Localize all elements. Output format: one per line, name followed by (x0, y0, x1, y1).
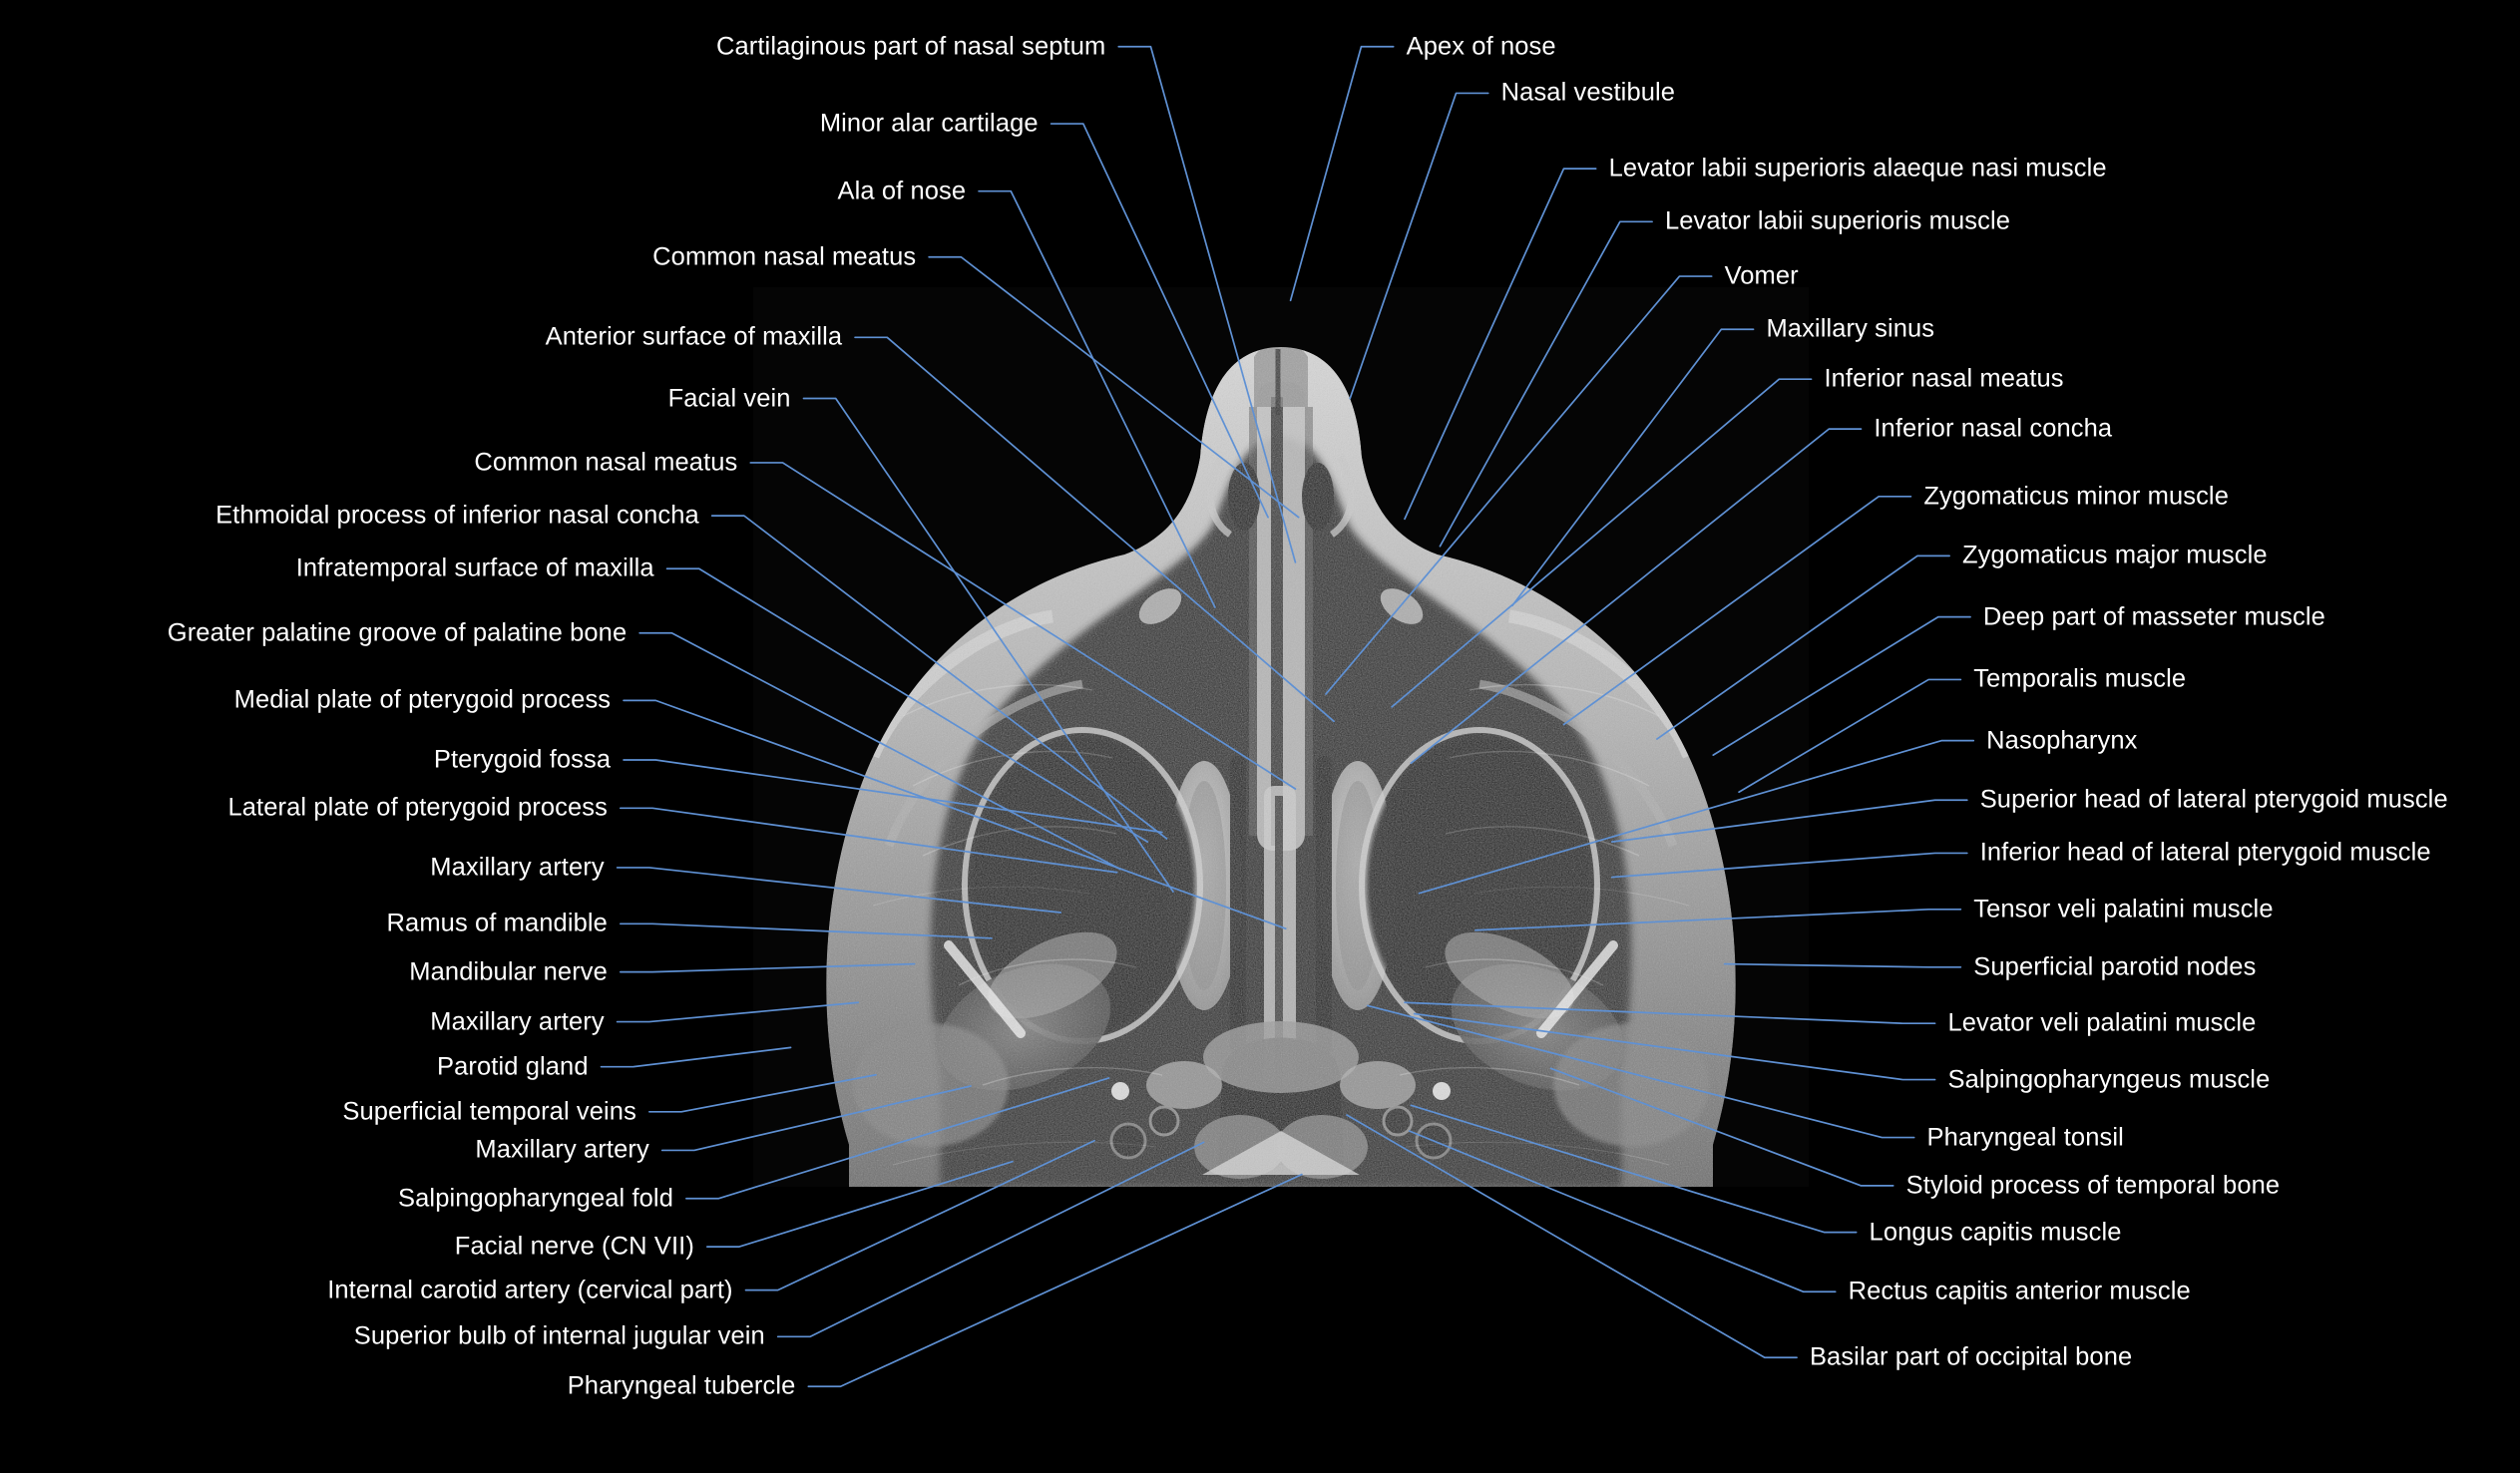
label-anterior-surface-of-maxilla: Anterior surface of maxilla (545, 322, 843, 351)
label-pharyngeal-tubercle: Pharyngeal tubercle (567, 1371, 796, 1400)
label-lateral-plate-of-pterygoid-process: Lateral plate of pterygoid process (227, 793, 608, 822)
label-superior-head-of-lateral-pterygoid-muscle: Superior head of lateral pterygoid muscl… (1979, 785, 2448, 814)
label-common-nasal-meatus: Common nasal meatus (474, 448, 738, 477)
label-zygomaticus-major-muscle: Zygomaticus major muscle (1961, 541, 2268, 569)
label-salpingopharyngeal-fold: Salpingopharyngeal fold (398, 1184, 673, 1213)
label-facial-vein: Facial vein (667, 383, 791, 412)
label-inferior-nasal-concha: Inferior nasal concha (1874, 414, 2113, 443)
label-maxillary-artery: Maxillary artery (475, 1135, 649, 1164)
label-nasal-vestibule: Nasal vestibule (1500, 78, 1676, 107)
label-ramus-of-mandible: Ramus of mandible (386, 909, 608, 937)
label-tensor-veli-palatini-muscle: Tensor veli palatini muscle (1973, 895, 2274, 923)
label-ethmoidal-process-of-inferior-nasal-concha: Ethmoidal process of inferior nasal conc… (215, 501, 699, 530)
label-salpingopharyngeus-muscle: Salpingopharyngeus muscle (1947, 1064, 2271, 1093)
label-pterygoid-fossa: Pterygoid fossa (433, 745, 612, 774)
label-longus-capitis-muscle: Longus capitis muscle (1869, 1217, 2122, 1246)
leader-line-pharyngeal-tubercle (807, 1173, 1303, 1388)
label-internal-carotid-artery-cervical-part: Internal carotid artery (cervical part) (327, 1275, 733, 1303)
label-parotid-gland: Parotid gland (437, 1051, 589, 1080)
label-common-nasal-meatus: Common nasal meatus (652, 242, 917, 270)
mri-axial-scan (753, 287, 1809, 1187)
label-levator-labii-superioris-alaeque-nasi-muscle: Levator labii superioris alaeque nasi mu… (1608, 154, 2107, 183)
label-cartilaginous-part-of-nasal-septum: Cartilaginous part of nasal septum (715, 31, 1106, 60)
label-temporalis-muscle: Temporalis muscle (1973, 664, 2187, 693)
label-superficial-parotid-nodes: Superficial parotid nodes (1973, 952, 2257, 981)
label-inferior-nasal-meatus: Inferior nasal meatus (1824, 364, 2064, 393)
label-rectus-capitis-anterior-muscle: Rectus capitis anterior muscle (1848, 1277, 2191, 1305)
label-basilar-part-of-occipital-bone: Basilar part of occipital bone (1809, 1342, 2133, 1371)
label-deep-part-of-masseter-muscle: Deep part of masseter muscle (1982, 601, 2325, 630)
label-maxillary-sinus: Maxillary sinus (1766, 314, 1935, 343)
label-levator-veli-palatini-muscle: Levator veli palatini muscle (1947, 1008, 2257, 1037)
label-facial-nerve-cn-vii: Facial nerve (CN VII) (454, 1232, 694, 1261)
label-styloid-process-of-temporal-bone: Styloid process of temporal bone (1905, 1171, 2281, 1200)
label-inferior-head-of-lateral-pterygoid-muscle: Inferior head of lateral pterygoid muscl… (1979, 838, 2431, 867)
label-superior-bulb-of-internal-jugular-vein: Superior bulb of internal jugular vein (353, 1321, 765, 1350)
label-medial-plate-of-pterygoid-process: Medial plate of pterygoid process (233, 685, 612, 714)
label-nasopharynx: Nasopharynx (1986, 725, 2138, 754)
label-maxillary-artery: Maxillary artery (430, 1006, 605, 1035)
label-minor-alar-cartilage: Minor alar cartilage (819, 109, 1039, 138)
label-mandibular-nerve: Mandibular nerve (409, 956, 608, 985)
mri-scan-image (753, 287, 1809, 1187)
label-pharyngeal-tonsil: Pharyngeal tonsil (1926, 1122, 2124, 1151)
label-apex-of-nose: Apex of nose (1406, 31, 1556, 60)
label-ala-of-nose: Ala of nose (837, 176, 967, 204)
label-zygomaticus-minor-muscle: Zygomaticus minor muscle (1923, 482, 2229, 511)
label-vomer: Vomer (1724, 261, 1799, 290)
label-levator-labii-superioris-muscle: Levator labii superioris muscle (1664, 206, 2011, 235)
leader-line-apex-of-nose (1289, 45, 1395, 302)
label-greater-palatine-groove-of-palatine-bone: Greater palatine groove of palatine bone (167, 617, 628, 646)
label-superficial-temporal-veins: Superficial temporal veins (342, 1097, 636, 1126)
label-infratemporal-surface-of-maxilla: Infratemporal surface of maxilla (295, 553, 654, 582)
label-maxillary-artery: Maxillary artery (430, 853, 605, 882)
